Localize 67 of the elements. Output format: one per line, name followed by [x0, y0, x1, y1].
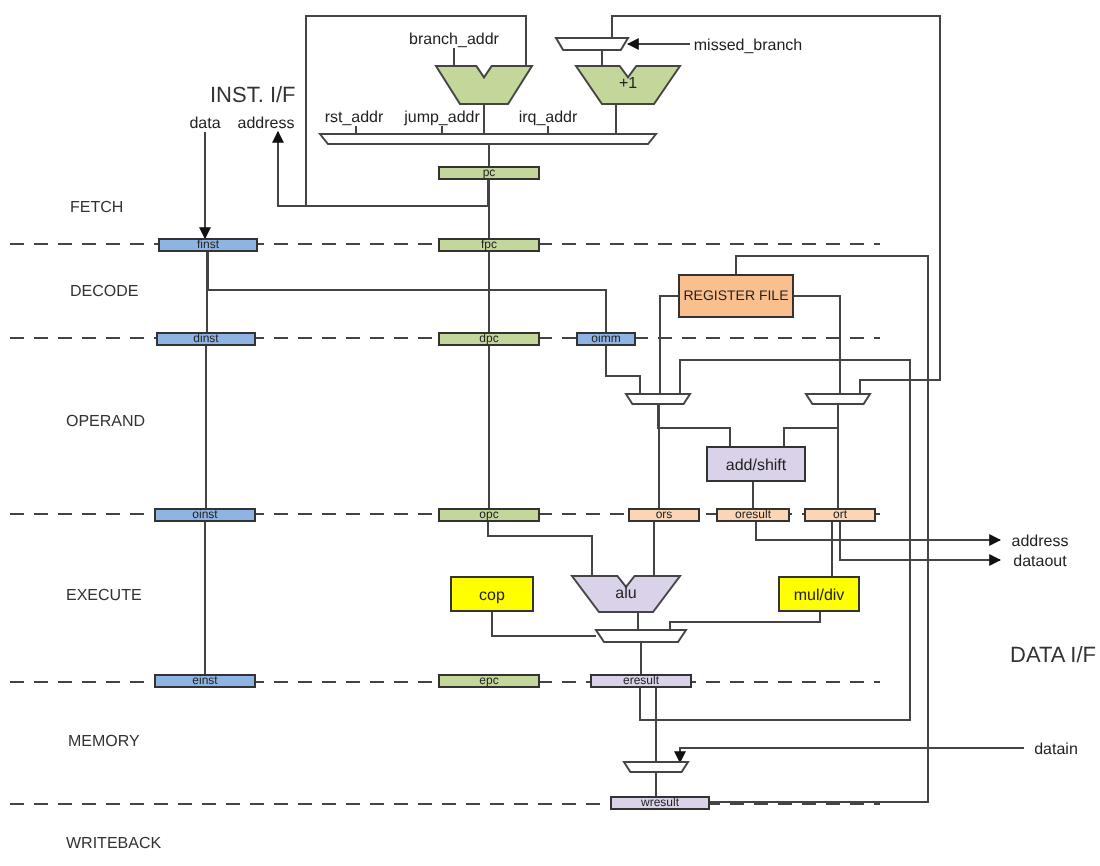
inst-interface-heading: INST. I/F [210, 84, 296, 108]
mux-symbol [624, 762, 688, 772]
wire [658, 403, 660, 509]
wire [626, 38, 691, 50]
mux-symbol [806, 394, 870, 404]
stage-label: EXECUTE [66, 586, 142, 604]
data-interface-heading: DATA I/F [1010, 644, 1096, 668]
adder-shape [576, 66, 680, 104]
wire [487, 521, 593, 577]
wire [206, 251, 208, 333]
signal-label: branch_addr [406, 28, 502, 48]
signal-label: missed_branch [690, 34, 806, 54]
wire [205, 345, 207, 509]
wire [491, 611, 597, 637]
wire [659, 295, 679, 395]
wire [305, 15, 527, 207]
wire [831, 521, 833, 577]
function-unit-box: mul/div [778, 576, 860, 612]
wire [783, 403, 839, 447]
wire [640, 641, 642, 675]
function-unit-box: add/shift [706, 446, 806, 482]
wire [669, 611, 821, 631]
wire [207, 251, 607, 333]
mux-symbol [596, 630, 686, 642]
unit-label: alu [615, 583, 637, 601]
adder-shape [436, 66, 532, 104]
signal-label: address [234, 112, 298, 132]
wire [488, 251, 490, 333]
signal-label: rst_addr [316, 106, 392, 126]
wire [674, 747, 1025, 764]
signal-label: dataout [1000, 550, 1080, 570]
signal-label: datain [1024, 738, 1088, 758]
wire [755, 521, 1002, 546]
wire [657, 403, 731, 447]
wire [453, 47, 455, 67]
stage-label: DECODE [70, 282, 139, 300]
stage-label: WRITEBACK [66, 834, 162, 852]
mux-symbol [320, 134, 656, 144]
wire [752, 481, 754, 509]
wire [839, 521, 1002, 566]
wire [639, 359, 911, 721]
wire [615, 103, 617, 135]
wire [655, 687, 657, 763]
mux-symbol [626, 394, 690, 404]
unit-label: +1 [618, 74, 638, 92]
function-unit-box: cop [450, 576, 534, 612]
stage-label: FETCH [70, 198, 124, 216]
signal-label: irq_addr [510, 106, 586, 126]
wire [204, 521, 206, 675]
alu-shape [572, 576, 680, 612]
wire [488, 143, 490, 167]
mux-symbol [556, 38, 628, 50]
wire [199, 131, 211, 240]
signal-label: address [1000, 530, 1080, 550]
wire [605, 345, 641, 395]
signal-label: data [184, 112, 226, 132]
wire [655, 771, 657, 797]
stage-label: MEMORY [68, 732, 140, 750]
wire [709, 255, 929, 803]
wire [488, 179, 490, 239]
stage-label: OPERAND [66, 412, 146, 430]
wire [793, 295, 841, 395]
wire [488, 345, 490, 509]
wire [483, 103, 485, 135]
wire [653, 521, 655, 577]
signal-label: jump_addr [398, 106, 486, 126]
wire [611, 15, 941, 395]
